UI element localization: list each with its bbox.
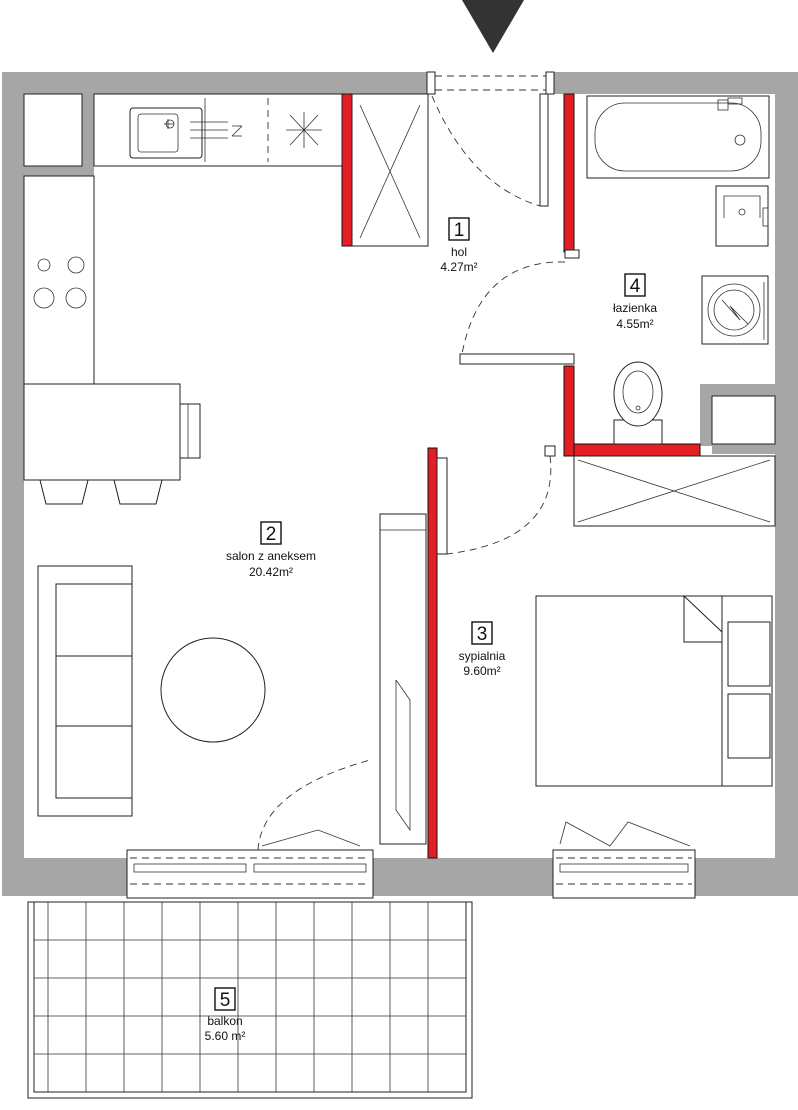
outer-walls bbox=[2, 72, 798, 896]
room-label-3: 3 sypialnia 9.60m² bbox=[459, 621, 506, 678]
svg-text:balkon: balkon bbox=[207, 1014, 242, 1028]
room-label-5: 5 balkon 5.60 m² bbox=[205, 987, 246, 1043]
svg-text:4.55m²: 4.55m² bbox=[616, 317, 653, 331]
sink-icon bbox=[129, 98, 269, 162]
svg-text:1: 1 bbox=[454, 220, 465, 241]
svg-text:4: 4 bbox=[630, 276, 641, 297]
svg-text:hol: hol bbox=[451, 245, 467, 259]
svg-text:20.42m²: 20.42m² bbox=[249, 565, 293, 579]
bathroom-door[interactable] bbox=[459, 249, 580, 365]
room-label-4: 4 łazienka 4.55m² bbox=[613, 273, 657, 331]
room-label-2: 2 salon z aneksem 20.42m² bbox=[226, 521, 316, 579]
bedroom-door[interactable] bbox=[436, 445, 556, 555]
entrance-arrow-icon bbox=[462, 0, 524, 53]
bedroom-window[interactable] bbox=[552, 821, 696, 899]
wardrobe-icon bbox=[379, 513, 427, 845]
round-table-icon bbox=[160, 637, 266, 743]
room-label-1: 1 hol 4.27m² bbox=[440, 217, 478, 274]
washbasin-icon bbox=[715, 185, 769, 247]
svg-text:9.60m²: 9.60m² bbox=[463, 664, 500, 678]
svg-text:4.27m²: 4.27m² bbox=[440, 260, 477, 274]
svg-text:2: 2 bbox=[266, 524, 277, 545]
entrance-door[interactable] bbox=[426, 71, 555, 207]
bathtub-icon bbox=[586, 95, 770, 179]
bed-icon bbox=[535, 594, 773, 787]
svg-text:salon z aneksem: salon z aneksem bbox=[226, 549, 316, 563]
svg-text:sypialnia: sypialnia bbox=[459, 649, 506, 663]
washing-machine-icon bbox=[701, 275, 769, 345]
hall-wardrobe bbox=[351, 93, 429, 247]
sofa-icon bbox=[37, 565, 133, 817]
hob-icon bbox=[33, 256, 87, 309]
bedroom-wardrobe bbox=[573, 455, 776, 527]
balcony-door[interactable] bbox=[126, 759, 374, 899]
dining-table bbox=[23, 383, 201, 505]
svg-text:3: 3 bbox=[477, 624, 488, 645]
svg-text:5.60 m²: 5.60 m² bbox=[205, 1029, 246, 1043]
svg-text:5: 5 bbox=[220, 990, 231, 1011]
toilet-icon bbox=[613, 361, 663, 445]
balcony bbox=[27, 901, 473, 1099]
svg-text:łazienka: łazienka bbox=[613, 301, 657, 315]
cooktop-icon bbox=[286, 112, 322, 148]
